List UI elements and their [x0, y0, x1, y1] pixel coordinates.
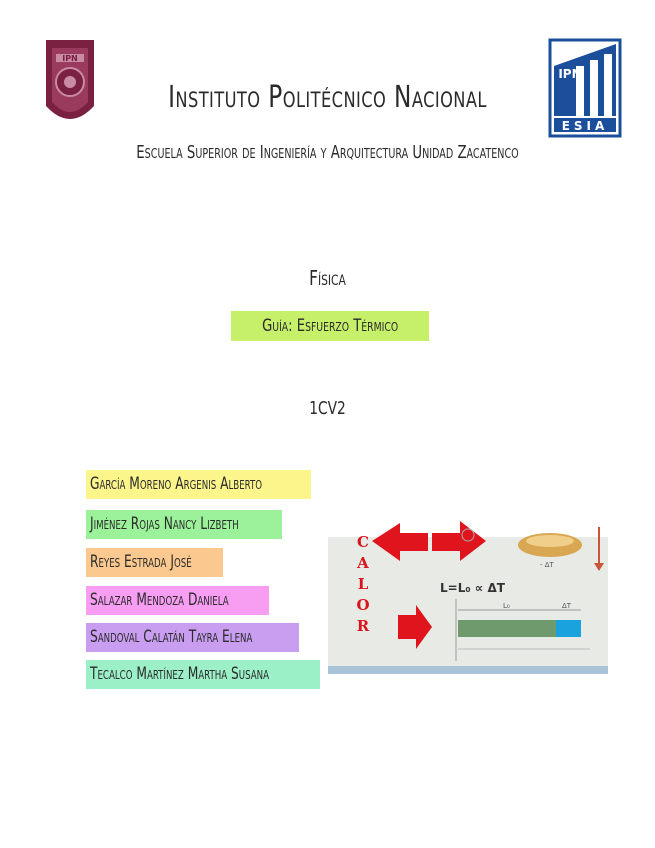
member-5-name: Sandoval Calatán Tayra Elena — [90, 627, 253, 647]
member-1-name: García Moreno Argenis Alberto — [90, 474, 263, 494]
calor-letter-l: L — [357, 575, 369, 593]
member-3: Reyes Estrada José — [86, 548, 224, 577]
member-4-name: Salazar Mendoza Daniela — [90, 590, 229, 610]
member-1: García Moreno Argenis Alberto — [86, 470, 312, 499]
institution-title: Instituto Politécnico Nacional — [168, 80, 487, 115]
member-4: Salazar Mendoza Daniela — [86, 586, 270, 615]
esia-logo-top-text: IPN — [558, 67, 581, 81]
l0-label: L₀ — [503, 602, 510, 610]
subject-title: Física — [309, 266, 346, 290]
expansion-formula: L=L₀ ∝ ΔT — [440, 581, 505, 595]
calor-letter-o: O — [356, 596, 370, 614]
member-6-name: Tecalco Martínez Martha Susana — [90, 664, 270, 684]
guide-title-text: Guía: Esfuerzo Térmico — [261, 316, 399, 336]
thermal-expansion-figure: C A L O R L=L₀ ∝ ΔT - ΔT L₀ ΔT — [328, 509, 608, 674]
dt-label: ΔT — [562, 602, 572, 610]
figure-arrows — [372, 521, 604, 661]
original-length-bar — [458, 620, 556, 637]
delta-t-label: - ΔT — [540, 561, 554, 569]
member-5: Sandoval Calatán Tayra Elena — [86, 623, 299, 652]
heat-arrow-left-icon — [372, 523, 428, 561]
member-2-name: Jiménez Rojas Nancy Lizbeth — [90, 514, 239, 534]
calor-letter-c: C — [357, 533, 369, 551]
heat-arrow-right-icon — [432, 521, 486, 561]
expansion-length-bar — [556, 620, 581, 637]
figure-floor — [328, 666, 608, 674]
calor-letter-r: R — [356, 617, 370, 635]
guide-title: Guía: Esfuerzo Térmico — [231, 311, 429, 341]
small-circle-icon — [461, 528, 475, 542]
ipn-logo: IPN — [46, 40, 94, 119]
school-subtitle: Escuela Superior de Ingeniería y Arquite… — [136, 142, 519, 163]
member-3-name: Reyes Estrada José — [90, 552, 192, 572]
ipn-logo-text: IPN — [62, 54, 78, 63]
member-6: Tecalco Martínez Martha Susana — [86, 660, 320, 689]
member-2: Jiménez Rojas Nancy Lizbeth — [86, 510, 282, 539]
esia-logo: IPN ESIA — [548, 38, 622, 138]
heat-arrow-lower-icon — [398, 605, 432, 649]
calor-letter-a: A — [357, 554, 369, 572]
esia-logo-bottom-text: ESIA — [562, 119, 609, 133]
group-code: 1CV2 — [309, 398, 346, 419]
